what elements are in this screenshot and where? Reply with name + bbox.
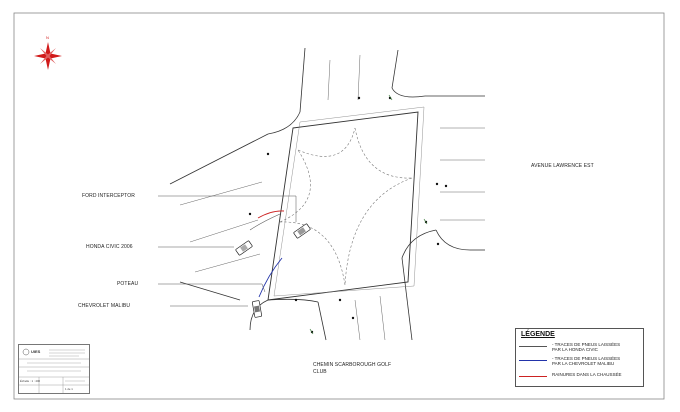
vehicle-honda-civic (235, 240, 253, 256)
intersection-stop-lines (267, 106, 425, 301)
legend-title: LÉGENDE (521, 331, 555, 338)
legend-swatch (519, 376, 547, 377)
turning-guides (279, 127, 413, 286)
malibu-tire-marks (258, 257, 283, 298)
title-block-logo: UIES (31, 349, 41, 354)
vehicle-chevrolet-malibu (251, 300, 263, 318)
legend-text: RAINURES DANS LA CHAUSSÉE (552, 372, 622, 377)
title-block-scale: Échelle : 1 : 400 (20, 379, 41, 383)
vehicle-ford-interceptor (293, 223, 311, 239)
label-poteau: POTEAU (117, 281, 139, 287)
legend-row: - TRACES DE PNEUS LAISSÉES PAR LA HONDA … (519, 342, 641, 352)
label-honda-civic: HONDA CIVIC 2006 (86, 244, 133, 250)
compass-north-letter: N (46, 35, 49, 40)
pole-ticks (309, 94, 428, 335)
road-edges (169, 47, 485, 341)
label-ford-interceptor: FORD INTERCEPTOR (82, 193, 135, 199)
legend-text: - TRACES DE PNEUS LAISSÉES PAR LA CHEVRO… (552, 356, 621, 366)
label-chemin-line2: CLUB (313, 369, 327, 375)
label-chemin-line1: CHEMIN SCARBOROUGH GOLF (313, 362, 392, 368)
utility-poles (248, 96, 448, 334)
lane-lines (179, 54, 485, 341)
title-block-lines (19, 348, 89, 393)
legend-swatch (519, 346, 547, 347)
label-avenue-lawrence: AVENUE LAWRENCE EST (531, 163, 594, 169)
sheet-border (13, 12, 665, 400)
honda-tire-marks (249, 213, 281, 231)
legend-text: - TRACES DE PNEUS LAISSÉES PAR LA HONDA … (552, 342, 621, 352)
legend-row: - TRACES DE PNEUS LAISSÉES PAR LA CHEVRO… (519, 356, 641, 366)
compass-rose-icon (34, 42, 62, 70)
roadway-gouges (257, 210, 285, 219)
title-block: UIES Échelle : 1 : 400 1 de 1 (18, 344, 90, 394)
title-block-sheet: 1 de 1 (65, 387, 73, 391)
label-chevrolet-malibu: CHEVROLET MALIBU (78, 303, 131, 309)
legend-row: RAINURES DANS LA CHAUSSÉE (519, 372, 641, 382)
legend-box: LÉGENDE - TRACES DE PNEUS LAISSÉES PAR L… (515, 328, 644, 387)
legend-swatch (519, 360, 547, 361)
leader-lines (158, 195, 297, 307)
